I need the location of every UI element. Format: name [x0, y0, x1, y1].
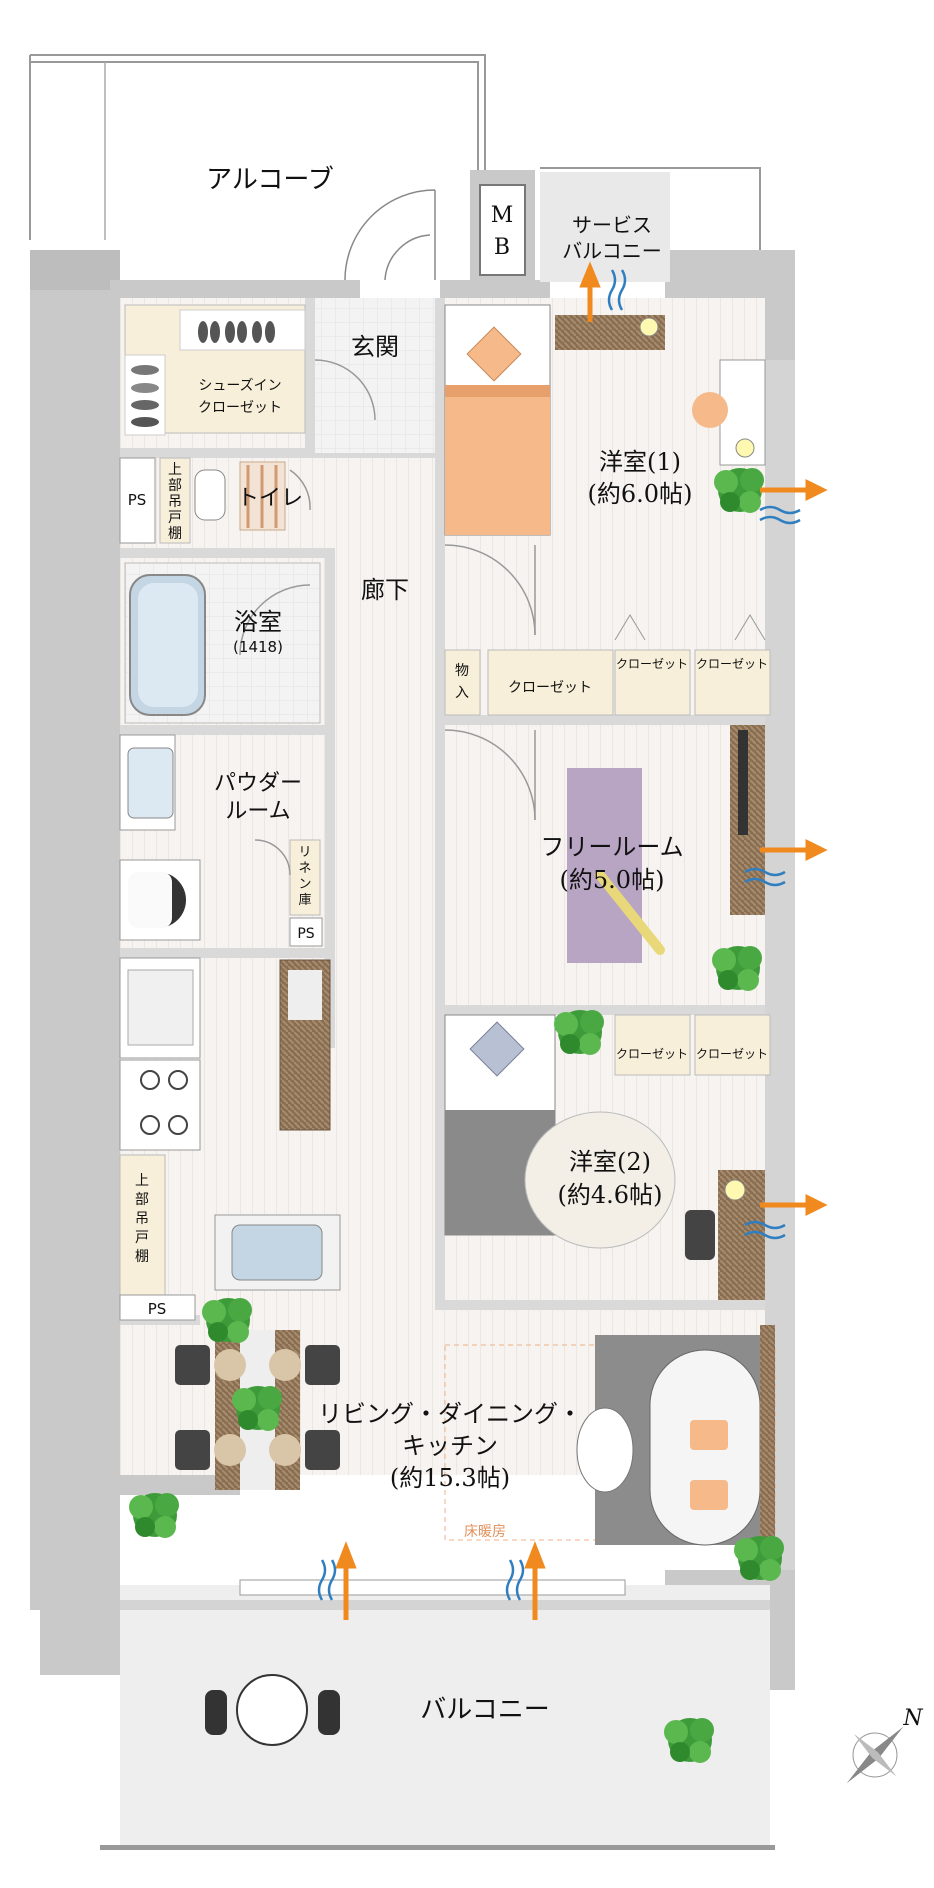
ldk-label-1: リビング・ダイニング・ [318, 1400, 582, 1428]
closet-label-1: クローゼット [508, 680, 592, 696]
closet-label-5: クローゼット [696, 1047, 768, 1061]
ldk-size-label: (約15.3帖) [390, 1464, 510, 1492]
bathroom: 浴室 (1418) [124, 562, 321, 724]
balcony: バルコニー [100, 1579, 775, 1850]
ventilation-arrows [335, 261, 828, 1620]
service-balcony-label-2: バルコニー [562, 239, 662, 263]
closet-label-4: クローゼット [616, 1047, 688, 1061]
western2-label: 洋室(2) [569, 1148, 651, 1176]
upper-cabinet-char: 棚 [135, 1249, 149, 1265]
linen-char: リ [298, 845, 311, 860]
ldk: リビング・ダイニング・ キッチン (約15.3帖) 床暖房 [129, 1298, 784, 1581]
western1-size-label: (約6.0帖) [588, 480, 693, 508]
bath-size-label: (1418) [233, 638, 283, 656]
storage-char: 入 [455, 685, 469, 701]
powder-label-2: ルーム [225, 799, 290, 824]
bath-label: 浴室 [234, 608, 282, 636]
upper-cabinet-char: 部 [168, 478, 182, 494]
north-label: N [902, 1706, 923, 1731]
upper-cabinet-char: 棚 [168, 526, 182, 542]
entrance-label: 玄関 [351, 333, 399, 361]
upper-cabinet-char: 戸 [135, 1230, 149, 1246]
powder-room: パウダー ルーム リ ネ ン 庫 PS [119, 734, 323, 947]
linen-char: 庫 [298, 893, 311, 908]
mb-label-top: M [491, 203, 514, 228]
linen-char: ネ [298, 861, 311, 876]
alcove-label: アルコーブ [206, 165, 334, 195]
free-room-label: フリールーム [540, 833, 683, 861]
service-balcony: サービス バルコニー [540, 167, 761, 282]
mb-box: M B [470, 170, 535, 285]
shoes-closet: シューズイン クローゼット [124, 304, 306, 436]
ps-label-1: PS [128, 491, 147, 509]
floor-heating-label: 床暖房 [464, 1524, 506, 1540]
ldk-label-2: キッチン [402, 1432, 498, 1460]
western-room-1: 洋室(1) (約6.0帖) 物 入 クローゼット クローゼット クローゼット [444, 304, 771, 716]
closet-label-3: クローゼット [696, 657, 768, 671]
service-balcony-label-1: サービス [572, 213, 652, 237]
powder-label-1: パウダー [214, 771, 302, 796]
linen-char: ン [298, 877, 311, 892]
upper-cabinet-char: 戸 [168, 510, 182, 526]
balcony-label: バルコニー [420, 1695, 549, 1725]
kitchen: 上 部 吊 戸 棚 PS [119, 957, 341, 1321]
upper-cabinet-char: 吊 [168, 494, 182, 510]
western-room-2: クローゼット クローゼット 洋室(2) (約4.6帖) [444, 1010, 771, 1300]
upper-cabinet-char: 部 [135, 1192, 149, 1208]
western1-label: 洋室(1) [599, 448, 681, 476]
entrance: 玄関 [314, 298, 435, 453]
ps-label-3: PS [148, 1300, 167, 1318]
mb-label-bottom: B [494, 235, 510, 260]
upper-cabinet-char: 上 [135, 1173, 149, 1189]
ps-label-2: PS [297, 926, 314, 942]
toilet-label: トイレ [237, 486, 303, 511]
alcove-outline [29, 54, 486, 240]
closet-label-2: クローゼット [616, 657, 688, 671]
upper-cabinet-char: 上 [168, 462, 182, 478]
free-room: フリールーム (約5.0帖) [444, 725, 765, 991]
free-room-size-label: (約5.0帖) [560, 866, 665, 894]
shoes-closet-label-1: シューズイン [198, 378, 281, 394]
entry-door [344, 189, 436, 281]
compass-icon: N [846, 1706, 923, 1784]
western2-size-label: (約4.6帖) [558, 1181, 663, 1209]
corridor-label: 廊下 [361, 576, 409, 604]
storage-char: 物 [455, 663, 469, 679]
wind-marks [317, 269, 801, 1601]
toilet-area: PS 上 部 吊 戸 棚 トイレ [119, 457, 311, 544]
upper-cabinet-char: 吊 [135, 1211, 149, 1227]
shoes-closet-label-2: クローゼット [198, 400, 282, 416]
